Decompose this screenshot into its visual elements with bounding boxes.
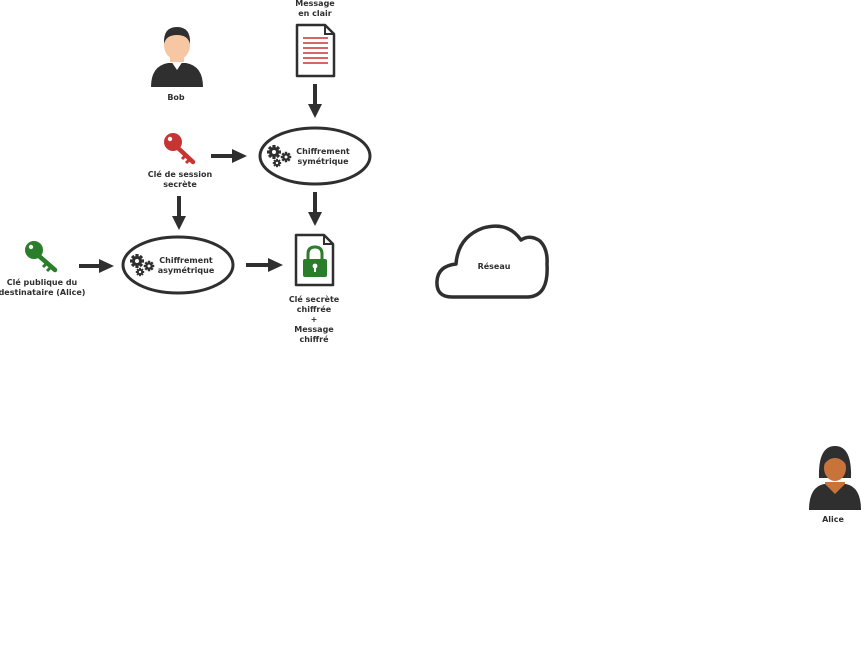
network-label: Réseau — [478, 261, 511, 271]
session-key-label-line2: secrète — [163, 179, 197, 189]
session-key-label-line1: Clé de session — [148, 169, 213, 179]
symmetric-encryption-node: Chiffrement symétrique — [258, 126, 372, 186]
female-user-icon — [809, 446, 861, 510]
arrow-key-to-symmetric — [211, 149, 247, 163]
public-key-label-line2: destinataire (Alice) — [0, 288, 85, 297]
cloud-icon — [435, 224, 549, 299]
alice-label: Alice — [822, 515, 844, 524]
locked-document-icon — [294, 233, 335, 287]
asymmetric-label-line2: asymétrique — [158, 265, 215, 275]
asymmetric-label-line1: Chiffrement — [159, 256, 213, 265]
public-key-icon — [25, 241, 58, 273]
arrow-symmetric-to-output — [308, 192, 322, 226]
document-icon — [295, 23, 336, 78]
arrow-key-to-asymmetric — [172, 196, 186, 230]
asymmetric-encryption-node: Chiffrement asymétrique — [121, 235, 235, 295]
symmetric-label-line2: symétrique — [297, 156, 349, 166]
male-user-icon — [151, 27, 203, 87]
arrow-message-to-symmetric — [308, 84, 322, 118]
output-label-line4: Message — [294, 325, 334, 334]
session-key-icon — [164, 133, 196, 165]
output-label-line3: + — [311, 315, 318, 324]
output-label-line1: Clé secrète — [289, 294, 340, 304]
arrow-public-key-to-asymmetric — [79, 259, 114, 273]
bob-label: Bob — [167, 93, 185, 102]
plaintext-label-line1: Message — [295, 0, 335, 8]
plaintext-label-line2: en clair — [298, 9, 332, 18]
output-label-line2: chiffrée — [297, 304, 332, 314]
symmetric-label-line1: Chiffrement — [296, 147, 350, 156]
public-key-label-line1: Clé publique du — [7, 277, 78, 287]
output-label-line5: chiffré — [299, 334, 329, 344]
arrow-asymmetric-to-output — [246, 258, 283, 272]
